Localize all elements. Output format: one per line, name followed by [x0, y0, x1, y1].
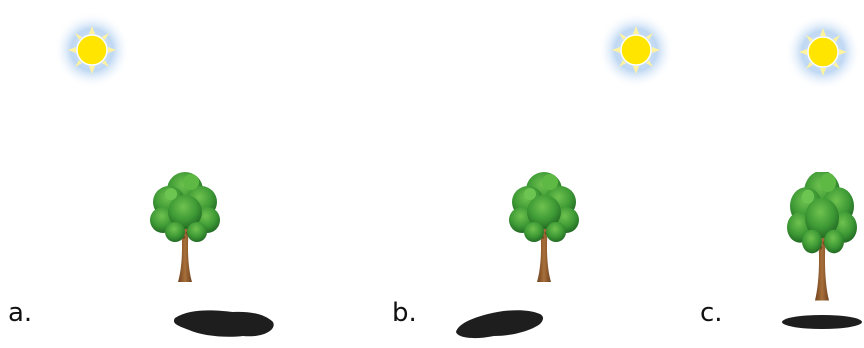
panel-label-c: c. — [700, 298, 723, 328]
shadow-icon — [782, 315, 862, 329]
panel-b: b. — [390, 0, 690, 339]
panel-a: a. — [0, 0, 300, 337]
tree-icon — [148, 170, 274, 337]
panel-label-a: a. — [8, 298, 33, 328]
sun-icon — [53, 11, 131, 89]
shadow-icon — [456, 310, 543, 339]
sun-icon — [597, 11, 675, 89]
shadow-icon — [173, 310, 274, 337]
panel-label-b: b. — [392, 298, 417, 328]
panel-c: c. — [690, 0, 864, 336]
tree-icon — [456, 170, 581, 339]
tree-icon — [782, 172, 862, 329]
sun-icon — [784, 13, 862, 91]
